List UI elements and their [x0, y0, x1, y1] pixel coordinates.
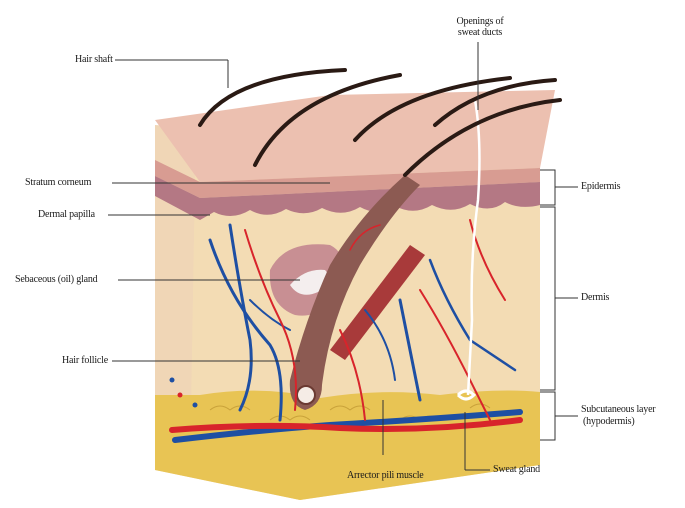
hypodermis-fat-layer: [155, 391, 540, 500]
label-hair-shaft: Hair shaft: [75, 54, 113, 65]
label-dermal-papilla: Dermal papilla: [38, 209, 95, 220]
skin-surface: [155, 90, 555, 182]
label-dermis: Dermis: [581, 292, 609, 303]
label-epidermis: Epidermis: [581, 181, 620, 192]
label-openings-of-sweat-ducts: Openings of sweat ducts: [452, 16, 508, 38]
label-sweat-gland: Sweat gland: [493, 464, 540, 475]
label-sebaceous-gland: Sebaceous (oil) gland: [15, 274, 97, 285]
label-hair-follicle: Hair follicle: [62, 355, 108, 366]
label-arrector-pili-muscle: Arrector pili muscle: [347, 470, 424, 481]
hair-bulb: [297, 386, 315, 404]
label-hypodermis: (hypodermis): [583, 416, 634, 427]
label-stratum-corneum: Stratum corneum: [25, 177, 91, 188]
label-subcutaneous-layer: Subcutaneous layer: [581, 404, 655, 415]
